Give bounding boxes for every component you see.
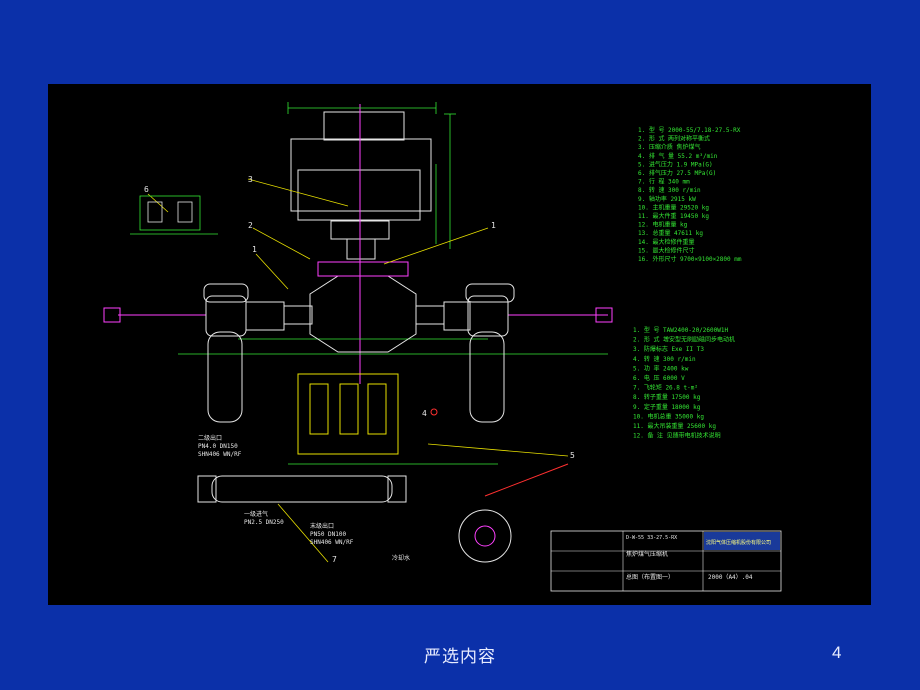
spec-top-line: 11. 最大件重 19450 kg xyxy=(638,212,709,220)
cylinders xyxy=(203,283,515,423)
spec-bottom-line: 12. 备 注 见随带电机技术说明 xyxy=(633,432,721,440)
spec-top-line: 8. 转 速 300 r/min xyxy=(638,186,701,194)
spec-list-top: 1. 型 号 2000-55/7.18-27.5-RX2. 形 式 两列对称平衡… xyxy=(638,126,742,263)
spec-top-line: 5. 进气压力 1.9 MPa(G) xyxy=(638,160,713,168)
spec-top-line: 15. 最大检修件尺寸 xyxy=(638,246,694,254)
spec-top-line: 4. 排 气 量 55.2 m³/min xyxy=(638,152,718,160)
page-number: 4 xyxy=(832,643,842,662)
spec-top-line: 14. 最大检修件重量 xyxy=(638,238,694,246)
spec-top-line: 1. 型 号 2000-55/7.18-27.5-RX xyxy=(638,126,741,134)
dimension-lines xyxy=(178,102,608,465)
pipe-label-4: 一级进气 xyxy=(244,510,268,518)
title-block: 沈阳气体压缩机股份有限公司 D-W-55 33-27.5-RX 焦炉煤气压缩机 … xyxy=(550,530,782,592)
pipe-label-1: 二级出口 xyxy=(198,434,222,442)
leader-lines xyxy=(147,178,569,563)
title-block-product: 焦炉煤气压缩机 xyxy=(626,550,668,558)
spec-bottom-line: 9. 定子重量 18000 kg xyxy=(633,403,701,411)
pipe-label-6: 末级出口 xyxy=(310,522,334,530)
pipe-label-3: SHN406 WN/RF xyxy=(198,451,242,458)
spec-top-line: 2. 形 式 两列对称平衡式 xyxy=(638,135,710,143)
callout-1-left: 1 xyxy=(252,245,257,254)
spec-bottom-line: 3. 防爆标志 Exe II T3 xyxy=(633,345,704,353)
red-markers xyxy=(430,408,569,497)
pipe-label-2: PN4.0 DN150 xyxy=(198,443,238,450)
spec-bottom-line: 10. 电机总重 35000 kg xyxy=(633,412,704,420)
compressor-layout-drawing: 3 2 1 1 5 7 6 4 二级出口 PN4.0 DN150 SHN406 … xyxy=(103,102,782,592)
spec-bottom-line: 7. 飞轮矩 26.8 t·m² xyxy=(633,384,698,392)
spec-top-line: 13. 总重量 47611 kg xyxy=(638,229,703,237)
piston-rods xyxy=(103,307,613,323)
detail-view xyxy=(130,195,218,235)
pipe-label-8: SHN406 WN/RF xyxy=(310,539,354,546)
callout-5: 5 xyxy=(570,451,575,460)
callout-3: 3 xyxy=(248,175,253,184)
pipe-label-5: PN2.5 DN250 xyxy=(244,519,284,526)
spec-bottom-line: 2. 形 式 增安型无刷励磁同步电动机 xyxy=(633,336,735,344)
spec-bottom-line: 11. 最大吊装重量 25600 kg xyxy=(633,422,716,430)
title-block-number: 2000（A4）.04 xyxy=(708,574,753,581)
spec-top-line: 6. 排气压力 27.5 MPa(G) xyxy=(638,169,716,177)
spec-bottom-line: 6. 电 压 6000 V xyxy=(633,374,685,382)
spec-top-line: 16. 外形尺寸 9700×9100×2800 mm xyxy=(638,255,742,263)
callout-7: 7 xyxy=(332,555,337,564)
pipe-label-7: PN50 DN100 xyxy=(310,531,347,538)
spec-list-bottom: 1. 型 号 TAW2400-20/2600W1H 2. 形 式 增安型无刷励磁同… xyxy=(633,326,735,440)
spec-top-line: 10. 主机重量 29520 kg xyxy=(638,203,709,211)
callout-4: 4 xyxy=(422,409,427,418)
spec-top-line: 12. 电机重量 kg xyxy=(638,221,688,229)
pipe-label-9: 冷却水 xyxy=(392,554,410,562)
callout-6: 6 xyxy=(144,185,149,194)
crankcase xyxy=(283,261,445,353)
spec-bottom-line: 8. 转子重量 17500 kg xyxy=(633,393,701,401)
spec-top-line: 9. 轴功率 2915 kW xyxy=(638,195,696,203)
pipe-labels: 二级出口 PN4.0 DN150 SHN406 WN/RF 一级进气 PN2.5… xyxy=(198,434,410,562)
callout-1-right: 1 xyxy=(491,221,496,230)
spec-top-line: 7. 行 程 340 mm xyxy=(638,178,690,186)
cad-drawing: 3 2 1 1 5 7 6 4 二级出口 PN4.0 DN150 SHN406 … xyxy=(48,84,871,605)
spec-bottom-line: 5. 功 率 2400 kw xyxy=(633,364,689,372)
callout-2: 2 xyxy=(248,221,253,230)
callout-labels: 3 2 1 1 5 7 6 4 xyxy=(144,175,575,564)
title-block-code: D-W-55 33-27.5-RX xyxy=(626,535,677,541)
spec-bottom-line: 1. 型 号 TAW2400-20/2600W1H xyxy=(633,326,728,334)
spec-top-line: 3. 压缩介质 焦炉煤气 xyxy=(638,143,700,151)
spec-bottom-line: 4. 转 速 300 r/min xyxy=(633,355,696,363)
cooler-and-separator xyxy=(197,373,512,563)
title-block-company: 沈阳气体压缩机股份有限公司 xyxy=(706,539,771,546)
motor-assembly xyxy=(290,104,432,384)
title-block-sheet: 总图（布置图一） xyxy=(626,573,674,581)
footer-text: 严选内容 xyxy=(424,647,496,667)
